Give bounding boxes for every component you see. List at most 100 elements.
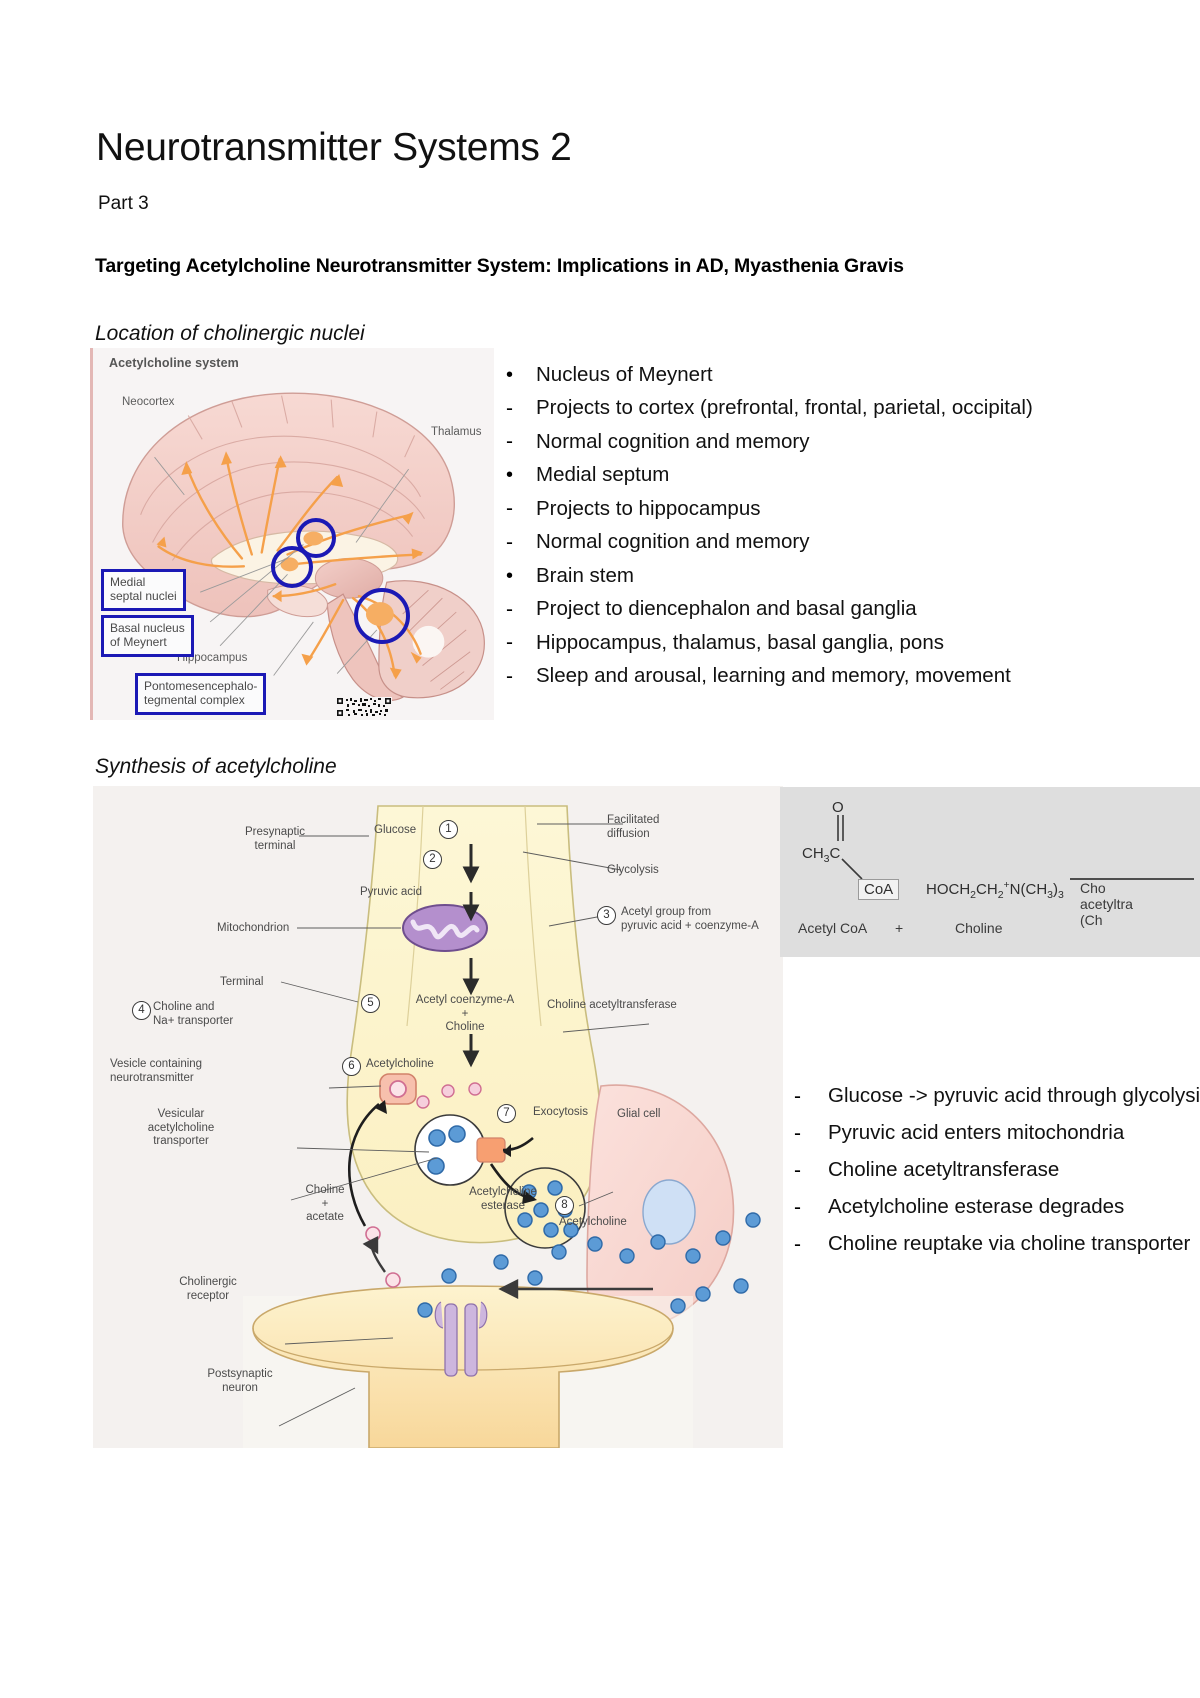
bullet-marker: -: [506, 530, 513, 554]
brain-acetylcholine-figure: Acetylcholine system: [90, 348, 494, 720]
chem-nch3: N(CH: [1009, 881, 1048, 898]
list-item: • Nucleus of Meynert: [498, 358, 1033, 392]
label-line-2: esterase: [480, 1199, 526, 1212]
boxed-label-line-1: Pontomesencephalo-: [144, 679, 258, 693]
label-line-2: neuron: [222, 1381, 258, 1394]
list-item: • Medial septum: [498, 459, 1033, 493]
bullet-marker: -: [506, 597, 513, 621]
synapse-label-choline-acetyltransferase: Choline acetyltransferase: [547, 999, 677, 1011]
synapse-label-acetylcholine-cleft: Acetylcholine: [559, 1216, 627, 1228]
synapse-label-acetyl-coenzyme-a: Acetyl coenzyme-A + Choline: [385, 994, 545, 1035]
synapse-label-glucose: Glucose: [374, 824, 417, 836]
label-line-3: transporter: [153, 1135, 209, 1148]
chem-label-enzyme: Cho acetyltra (Ch: [1080, 880, 1133, 928]
bullet-text: Sleep and arousal, learning and memory, …: [536, 664, 1011, 687]
label-line-1: Cho: [1080, 880, 1106, 896]
bullet-marker: -: [794, 1122, 801, 1145]
step-number-1: 1: [439, 820, 458, 839]
chem-acetyl-formula: CH3C: [802, 845, 840, 865]
chem-sub-3b: 3: [1058, 889, 1064, 901]
step-number-5: 5: [361, 994, 380, 1013]
chem-sub-2a: 2: [970, 889, 977, 901]
chem-sub-3a: 3: [1047, 889, 1054, 901]
label-line-2: +: [461, 1007, 469, 1020]
brain-label-neocortex: Neocortex: [122, 396, 175, 408]
subsection-heading-synthesis: Synthesis of acetylcholine: [95, 755, 337, 778]
location-bullet-list: • Nucleus of Meynert - Projects to corte…: [498, 358, 1033, 693]
brain-boxed-label-medial-septal-nuclei: Medial septal nuclei: [101, 569, 186, 611]
synapse-label-cholinergic-receptor: Cholinergic receptor: [153, 1276, 263, 1303]
nucleus-highlight-ring-upper: [296, 518, 336, 558]
label-line-2: Na+ transporter: [153, 1014, 234, 1027]
synapse-illustration: [243, 805, 761, 1448]
chem-sub-2b: 2: [997, 889, 1004, 901]
synapse-label-facilitated-diffusion: Facilitated diffusion: [607, 814, 659, 841]
bullet-text: Projects to cortex (prefrontal, frontal,…: [536, 396, 1033, 419]
synapse-label-presynaptic-terminal: Presynaptic terminal: [228, 826, 322, 853]
list-item: - Pyruvic acid enters mitochondria: [786, 1115, 1200, 1152]
synapse-label-vesicular-acetylcholine-transporter: Vesicular acetylcholine transporter: [126, 1108, 236, 1149]
boxed-label-line-2: septal nuclei: [110, 589, 177, 604]
bullet-text: Choline reuptake via choline transporter: [828, 1232, 1191, 1256]
bullet-text: Choline acetyltransferase: [828, 1158, 1060, 1182]
synapse-label-glycolysis: Glycolysis: [607, 864, 659, 876]
label-line-3: Choline: [445, 1021, 485, 1034]
label-line-2: +: [321, 1197, 329, 1210]
bullet-text: Normal cognition and memory: [536, 530, 810, 553]
label-line-1: Facilitated: [607, 814, 660, 826]
chem-sub-3: 3: [823, 853, 830, 865]
list-item: - Hippocampus, thalamus, basal ganglia, …: [498, 626, 1033, 660]
qr-code-icon: [336, 697, 392, 717]
boxed-label-line-1: Medial: [110, 575, 146, 589]
step-number-8: 8: [555, 1196, 574, 1215]
synapse-label-choline-na-transporter: Choline and Na+ transporter: [153, 1001, 233, 1028]
chem-hoch: HOCH: [926, 881, 971, 898]
bullet-text: Normal cognition and memory: [536, 429, 810, 453]
nucleus-highlight-ring-middle: [271, 546, 313, 588]
chem-ch: CH: [802, 845, 824, 862]
section-heading: Targeting Acetylcholine Neurotransmitter…: [95, 255, 904, 277]
bullet-text: Pyruvic acid enters mitochondria: [828, 1121, 1125, 1145]
list-item: - Sleep and arousal, learning and memory…: [498, 660, 1033, 694]
step-number-6: 6: [342, 1057, 361, 1076]
chem-label-acetyl-coa: Acetyl CoA: [798, 920, 868, 936]
bullet-marker: •: [506, 363, 514, 386]
label-line-1: Cholinergic: [179, 1276, 237, 1288]
synapse-label-glial-cell: Glial cell: [617, 1108, 661, 1120]
synapse-label-acetyl-group: Acetyl group from pyruvic acid + coenzym…: [621, 906, 759, 933]
list-item: - Normal cognition and memory: [498, 425, 1033, 459]
bullet-marker: -: [794, 1196, 801, 1219]
bullet-marker: -: [506, 430, 513, 454]
label-line-3: (Ch: [1080, 912, 1103, 928]
label-line-2: pyruvic acid + coenzyme-A: [621, 919, 759, 932]
label-line-1: Presynaptic: [244, 826, 306, 838]
boxed-label-line-1: Basal nucleus: [110, 621, 185, 635]
step-number-4: 4: [132, 1001, 151, 1020]
bullet-text: Brain stem: [536, 563, 634, 587]
step-number-2: 2: [423, 850, 442, 869]
synapse-label-choline-acetate: Choline + acetate: [285, 1184, 365, 1225]
brain-label-thalamus: Thalamus: [431, 426, 482, 438]
chem-choline-formula: HOCH2CH2+N(CH3)3: [926, 879, 1064, 901]
label-line-1: Acetylcholine: [469, 1186, 537, 1198]
synapse-label-pyruvic-acid: Pyruvic acid: [360, 886, 422, 898]
label-line-2: neurotransmitter: [110, 1071, 194, 1084]
synapse-label-mitochondrion: Mitochondrion: [217, 922, 290, 934]
chem-coa-box: CoA: [858, 879, 900, 900]
bullet-marker: •: [506, 464, 514, 487]
synapse-label-vesicle-containing-neurotransmitter: Vesicle containing neurotransmitter: [110, 1058, 202, 1085]
label-line-2: diffusion: [607, 827, 650, 840]
figure-caption-acetylcholine-system: Acetylcholine system: [109, 356, 239, 370]
subsection-heading-location: Location of cholinergic nuclei: [95, 322, 365, 345]
chem-c: C: [829, 845, 841, 862]
list-item: - Normal cognition and memory: [498, 526, 1033, 560]
boxed-label-line-2: of Meynert: [110, 635, 167, 650]
brain-label-hippocampus: Hippocampus: [177, 652, 248, 664]
label-line-2: acetyltra: [1080, 896, 1133, 912]
brain-illustration: [122, 392, 485, 702]
chem-label-choline: Choline: [955, 920, 1003, 936]
label-line-2: receptor: [186, 1289, 230, 1302]
bullet-marker: •: [506, 564, 514, 587]
label-line-1: Acetyl group from: [621, 906, 712, 918]
